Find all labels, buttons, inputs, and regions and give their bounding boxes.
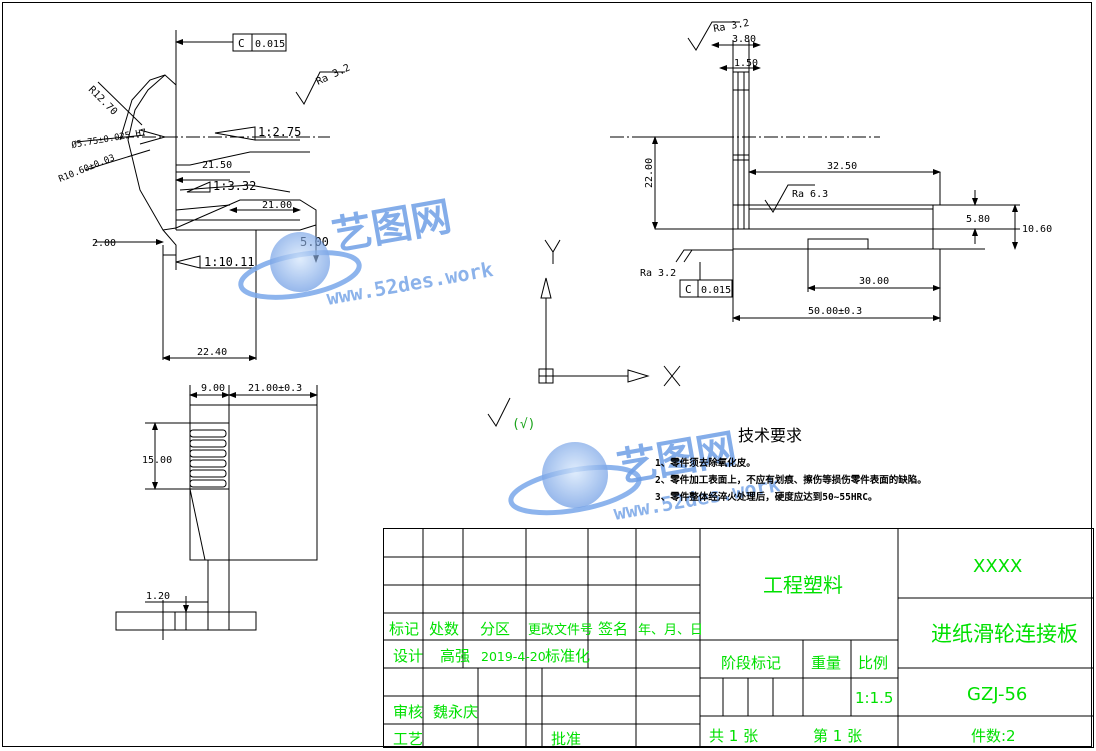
gdt-symbol-left: C [238, 37, 245, 50]
tech-req-item-1: 1、零件须去除氧化皮。 [655, 457, 756, 469]
taper-3: 1:10.11 [204, 255, 255, 269]
tb-drawing-no: GZJ-56 [967, 684, 1027, 705]
dim-diameter: Ø5.75±0.025 H7 [71, 127, 148, 151]
dim-150: 1.50 [734, 58, 758, 69]
dim-r12: R12.70 [86, 84, 119, 117]
tb-quantity: 件数:2 [971, 727, 1016, 745]
dim-120: 1.20 [146, 591, 170, 602]
tb-material: 工程塑料 [763, 573, 843, 597]
tb-header-sign: 签名 [598, 620, 628, 638]
watermark-1 [238, 232, 362, 300]
tb-stage-label: 阶段标记 [721, 654, 781, 672]
dim-900: 9.00 [201, 383, 225, 394]
dim-2200: 22.00 [644, 158, 655, 188]
gdt-value-left: 0.015 [255, 39, 285, 50]
tb-scale-label: 比例 [858, 654, 888, 672]
tech-req-item-2: 2、零件加工表面上，不应有划痕、擦伤等损伤零件表面的缺陷。 [655, 474, 927, 486]
dim-2100: 21.00 [262, 200, 292, 211]
tb-header-zone: 分区 [480, 620, 510, 638]
dim-2150: 21.50 [202, 160, 232, 171]
watermark-2 [508, 442, 642, 516]
dim-3250: 32.50 [827, 161, 857, 172]
tb-sheets-total: 共 1 张 [709, 727, 758, 745]
dim-580: 5.80 [966, 214, 990, 225]
roughness-top-left: Ra 3.2 [315, 62, 352, 87]
tb-header-docno: 更改文件号 [528, 623, 593, 638]
tech-req-title: 技术要求 [738, 426, 802, 445]
tb-design-label: 设计 [393, 647, 423, 665]
tb-process-label: 工艺 [393, 730, 423, 748]
tech-req-item-3: 3、零件整体经淬火处理后，硬度应达到50~55HRC。 [655, 491, 877, 503]
taper-2: 1:3.32 [213, 179, 256, 193]
left-top-view [75, 30, 345, 361]
coordinate-axes [538, 239, 681, 387]
dim-200: 2.00 [92, 238, 116, 249]
tb-reviewer: 魏永庆 [433, 703, 478, 721]
tb-design-date: 2019-4-20 [481, 649, 546, 664]
tb-sheet-no: 第 1 张 [813, 727, 862, 745]
dim-r10: R10.60±0.03 [57, 153, 116, 185]
roughness-default-icon [487, 397, 511, 427]
tb-designer: 高强 [440, 647, 470, 665]
roughness-top-right: Ra 3.2 [713, 18, 750, 35]
tb-company: XXXX [973, 556, 1022, 577]
dim-380: 3.80 [732, 34, 756, 45]
gdt-value-right: 0.015 [701, 285, 731, 296]
dim-2100b: 21.00±0.3 [248, 383, 302, 394]
right-gdt [679, 279, 733, 298]
tb-scale: 1:1.5 [855, 689, 893, 707]
dim-1500: 15.00 [142, 455, 172, 466]
taper-1: 1:2.75 [258, 125, 301, 139]
roughness-bottom-right: Ra 3.2 [640, 268, 676, 279]
dim-2240: 22.40 [197, 347, 227, 358]
dim-5000: 50.00±0.3 [808, 306, 862, 317]
tb-header-count: 处数 [429, 620, 459, 638]
watermark-url-1: www.52des.work [325, 257, 495, 310]
left-top-gdt [232, 33, 287, 52]
title-block: 标记 处数 分区 更改文件号 签名 年、月、日 设计 高强 2019-4-20 … [383, 528, 1094, 748]
tb-approve-label: 批准 [551, 730, 581, 748]
roughness-mid-right: Ra 6.3 [792, 189, 828, 200]
tb-standard-label: 标准化 [545, 647, 590, 665]
dim-3000: 30.00 [859, 276, 889, 287]
check-mark: (√) [512, 417, 535, 432]
tb-part-name: 进纸滑轮连接板 [931, 622, 1078, 646]
tb-header-mark: 标记 [389, 620, 419, 638]
right-top-view [610, 21, 1020, 322]
gdt-symbol-right: C [685, 283, 692, 296]
tb-review-label: 审核 [393, 703, 423, 721]
tb-weight-label: 重量 [811, 654, 841, 672]
tb-header-date: 年、月、日 [638, 623, 703, 638]
dim-1060: 10.60 [1022, 224, 1052, 235]
bottom-left-view [115, 385, 318, 640]
watermark-brand-1: 艺图网 [329, 194, 455, 260]
